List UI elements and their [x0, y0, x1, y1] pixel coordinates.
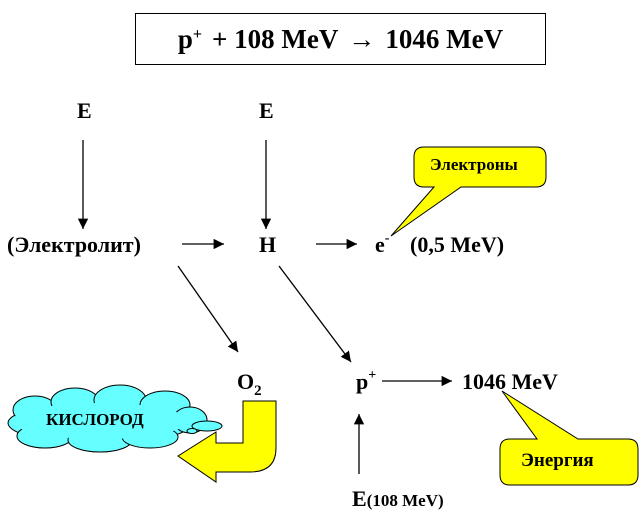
label-e-left: E — [77, 98, 92, 123]
label-o2: O2 — [237, 369, 262, 399]
oxygen-cloud-fill-cover — [12, 403, 188, 439]
electron-symbol: e — [375, 232, 385, 257]
electron-charge: - — [384, 231, 390, 246]
cloud-bubble-large — [191, 420, 223, 432]
equation-box: p+ + 108 MeV → 1046 MeV — [135, 13, 546, 65]
proton-symbol: p — [356, 369, 369, 394]
label-proton: p+ — [356, 368, 377, 395]
electrons-callout-shape — [390, 146, 547, 237]
oxygen-uturn-arrow — [177, 400, 277, 483]
o2-subscript: 2 — [254, 383, 262, 399]
label-h: H — [259, 232, 277, 257]
proton-charge: + — [368, 368, 377, 383]
arrow-h-to-proton — [278, 265, 352, 363]
label-electron-energy: (0,5 MeV) — [410, 232, 505, 257]
equation-arrow: → — [348, 23, 376, 54]
callout-electrons-text: Электроны — [430, 155, 518, 174]
label-e-mid: E — [259, 98, 274, 123]
callout-energy-text: Энергия — [521, 450, 594, 471]
energy-callout-shape — [499, 390, 639, 486]
equation-proton-charge: + — [192, 26, 203, 43]
e-bottom-symbol: E — [352, 486, 367, 511]
e-bottom-energy: (108 MeV) — [366, 491, 444, 510]
label-e-bottom: E(108 MeV) — [352, 486, 444, 512]
arrow-electrolyte-to-o2 — [177, 265, 239, 353]
o2-base: O — [237, 369, 255, 394]
cloud-bubble-small — [186, 428, 198, 434]
label-electrolyte: (Электролит) — [7, 232, 141, 257]
label-proton-energy: 1046 MeV — [462, 369, 558, 394]
equation-rest: + 108 MeV — [212, 23, 339, 54]
equation-result: 1046 MeV — [385, 23, 504, 54]
equation-proton: p — [177, 23, 193, 54]
label-electron: e- — [375, 231, 390, 258]
cloud-oxygen-text: КИСЛОРОД — [46, 410, 144, 429]
